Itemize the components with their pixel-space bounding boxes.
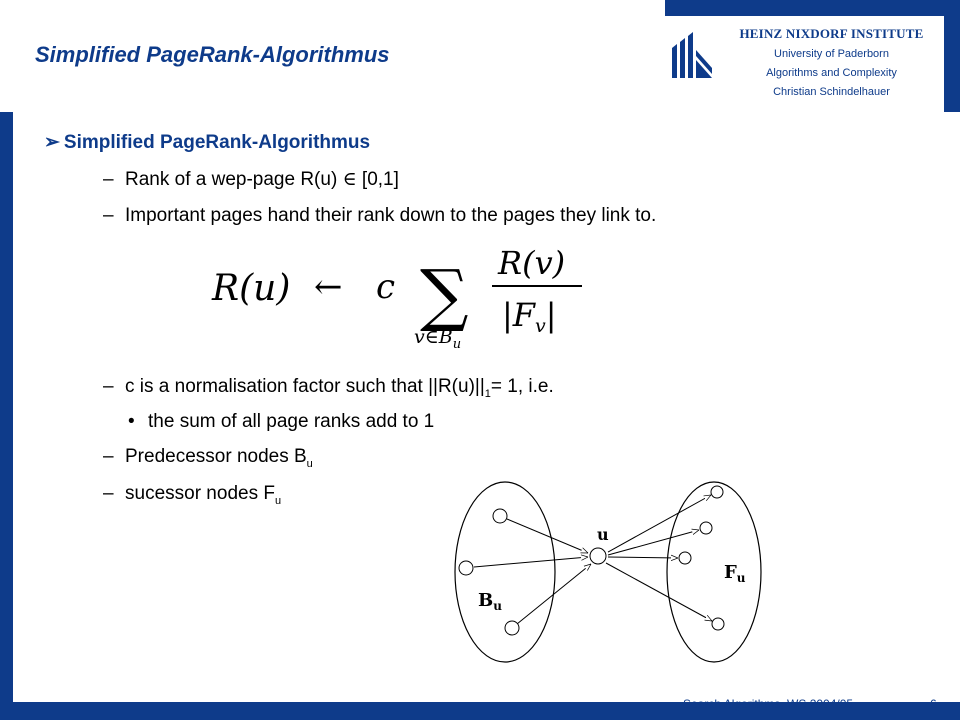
sum-note-text: the sum of all page ranks add to 1 [148, 411, 435, 432]
edge-succ-2 [607, 530, 699, 556]
main-bullet-text: Simplified PageRank-Algorithmus [63, 132, 371, 153]
successor-node [678, 551, 692, 565]
important-text: Important pages hand their rank down to … [125, 205, 657, 226]
university-name: University of Paderborn [774, 48, 889, 60]
header-box [665, 16, 944, 112]
normalisation-line: –c is a normalisation factor such that |… [103, 376, 554, 400]
successor-text: sucessor nodes F [125, 483, 275, 504]
dash-bullet: – [103, 446, 114, 467]
rank-text: Rank of a wep-page R(u) [125, 169, 343, 190]
dash-bullet: – [103, 205, 114, 226]
formula-coef: c [376, 267, 395, 307]
footer-course: Search Algorithms, WS 2004/05 [683, 697, 854, 711]
slide-title: Simplified PageRank-Algorithmus [35, 42, 390, 67]
node-u-label: u [597, 525, 609, 544]
node-u [589, 547, 607, 565]
frame-bottom-bar [0, 702, 960, 720]
institute-name: HEINZ NIXDORF INSTITUTE [739, 26, 924, 41]
predecessor-subscript: u [306, 457, 313, 470]
edge-pred-3 [516, 564, 591, 625]
formula-arrow: ← [314, 267, 343, 307]
successor-node [710, 485, 724, 499]
pagerank-formula: R(u) ← c ∑ v∈Bu R(v) |Fv| [211, 244, 582, 352]
edge-succ-4 [605, 562, 712, 621]
predecessor-text: Predecessor nodes B [125, 446, 307, 467]
arrow-bullet-icon: ➢ [44, 132, 60, 153]
edge-pred-1 [506, 518, 588, 554]
formula-lhs: R(u) [211, 268, 290, 309]
successor-node [699, 521, 713, 535]
predecessor-node [458, 560, 474, 576]
dash-bullet: – [103, 376, 114, 397]
page-number: 6 [930, 697, 937, 711]
formula-numerator: R(v) [497, 244, 565, 282]
link-graph-diagram: u Bu Fu [454, 481, 762, 663]
rank-line: –Rank of a wep-page R(u) ∈ [0,1] [103, 168, 399, 191]
author-name: Christian Schindelhauer [773, 86, 890, 98]
norm-subscript: 1 [484, 387, 491, 400]
normalisation-end: = 1, i.e. [490, 376, 554, 397]
frame-top-bar [665, 0, 960, 16]
frame-right-bar [944, 0, 960, 112]
important-line: –Important pages hand their rank down to… [103, 205, 656, 227]
predecessor-node [492, 508, 508, 524]
successor-node [711, 617, 725, 631]
successor-set-ellipse [666, 481, 762, 663]
rank-interval: [0,1] [356, 169, 399, 190]
predecessor-set-ellipse [454, 481, 556, 663]
formula-sum-symbol: ∑ [420, 256, 469, 335]
frame-left-bar [0, 112, 13, 720]
formula-sum-index: v∈Bu [414, 326, 461, 352]
predecessor-set-label: Bu [478, 590, 502, 613]
university-logo-icon [672, 32, 712, 78]
dash-bullet: – [103, 169, 114, 190]
successor-set-label: Fu [724, 562, 746, 585]
sum-note-line: • the sum of all page ranks add to 1 [128, 411, 434, 433]
group-name: Algorithms and Complexity [766, 67, 897, 79]
predecessor-line: –Predecessor nodes Bu [103, 446, 313, 470]
normalisation-text: c is a normalisation factor such that ||… [125, 376, 485, 397]
edge-succ-1 [607, 495, 711, 553]
formula-denominator: |Fv| [502, 296, 557, 337]
dot-bullet: • [128, 411, 135, 432]
successor-line: –sucessor nodes Fu [103, 483, 281, 507]
edge-pred-2 [473, 557, 588, 568]
main-bullet: ➢Simplified PageRank-Algorithmus [44, 131, 370, 154]
edge-succ-3 [607, 557, 678, 558]
dash-bullet: – [103, 483, 114, 504]
predecessor-node [504, 620, 520, 636]
successor-subscript: u [274, 494, 282, 507]
element-of-symbol: ∈ [342, 168, 357, 190]
